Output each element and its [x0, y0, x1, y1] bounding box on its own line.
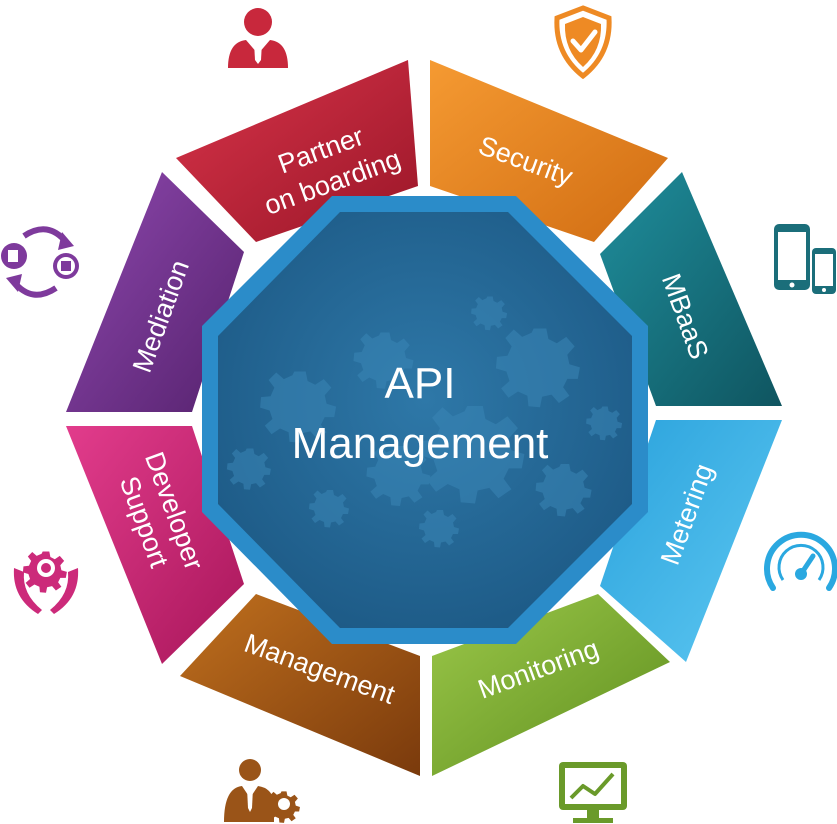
center-title-line1: API: [385, 359, 456, 408]
shield-check-icon: [554, 5, 612, 80]
segment-developer-support: [66, 426, 244, 664]
mobile-devices-icon: [774, 224, 836, 294]
manager-gear-icon: [224, 759, 300, 823]
businessman-icon: [228, 8, 288, 68]
center-inner-panel: [218, 212, 632, 628]
segment-mediation: [66, 172, 244, 412]
center-hub: API Management: [202, 196, 648, 644]
speedometer-icon: [764, 531, 837, 591]
exchange-cycle-icon: [1, 226, 79, 298]
center-title-line2: Management: [292, 419, 549, 468]
hands-gear-icon: [13, 551, 79, 614]
monitor-chart-icon: [559, 762, 627, 823]
